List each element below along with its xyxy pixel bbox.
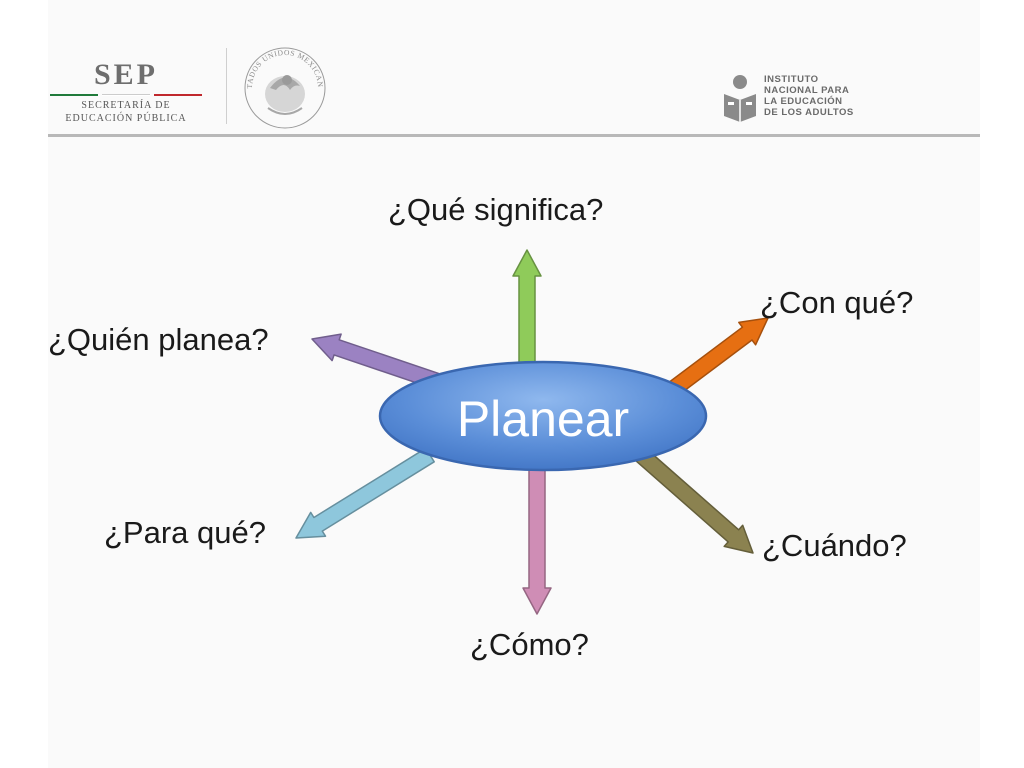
inea-line: INSTITUTO — [764, 74, 819, 85]
sep-rule-green — [50, 94, 98, 96]
inea-line: DE LOS ADULTOS — [764, 107, 854, 118]
center-node-shape — [378, 360, 708, 472]
arrow-cuando — [631, 445, 754, 554]
arrow-que-significa — [512, 249, 542, 373]
branch-label-con-que: ¿Con qué? — [760, 285, 914, 320]
center-node-label: Planear — [457, 391, 629, 447]
branch-label-quien-planea: ¿Quién planea? — [48, 322, 269, 357]
sep-abbrev: SEP — [93, 58, 159, 91]
arrow-como — [522, 469, 552, 615]
branch-label-cuando: ¿Cuándo? — [762, 528, 907, 563]
mexico-seal-icon: ESTADOS UNIDOS MEXICANOS — [240, 40, 326, 129]
branch-label-como: ¿Cómo? — [470, 627, 589, 662]
header-divider — [226, 48, 227, 124]
arrow-con-que — [666, 317, 769, 398]
reader-icon — [724, 75, 756, 122]
sep-logo: SEP SECRETARÍA DE EDUCACIÓN PÚBLICA — [50, 52, 202, 124]
sep-rule-white — [102, 94, 150, 96]
branch-label-para-que: ¿Para qué? — [104, 515, 266, 550]
branch-label-que-significa: ¿Qué significa? — [388, 192, 604, 227]
header-rule — [48, 134, 980, 137]
inea-logo: INSTITUTO NACIONAL PARA LA EDUCACIÓN DE … — [722, 74, 872, 124]
inea-line: NACIONAL PARA — [764, 85, 850, 96]
inea-text: INSTITUTO NACIONAL PARA LA EDUCACIÓN DE … — [764, 74, 854, 118]
header: SEP SECRETARÍA DE EDUCACIÓN PÚBLICA ESTA… — [0, 0, 1024, 140]
sep-rule-red — [154, 94, 202, 96]
sep-line2: EDUCACIÓN PÚBLICA — [65, 113, 187, 124]
sep-line1: SECRETARÍA DE — [81, 100, 171, 111]
inea-line: LA EDUCACIÓN — [764, 96, 843, 107]
arrow-para-que — [295, 447, 435, 539]
